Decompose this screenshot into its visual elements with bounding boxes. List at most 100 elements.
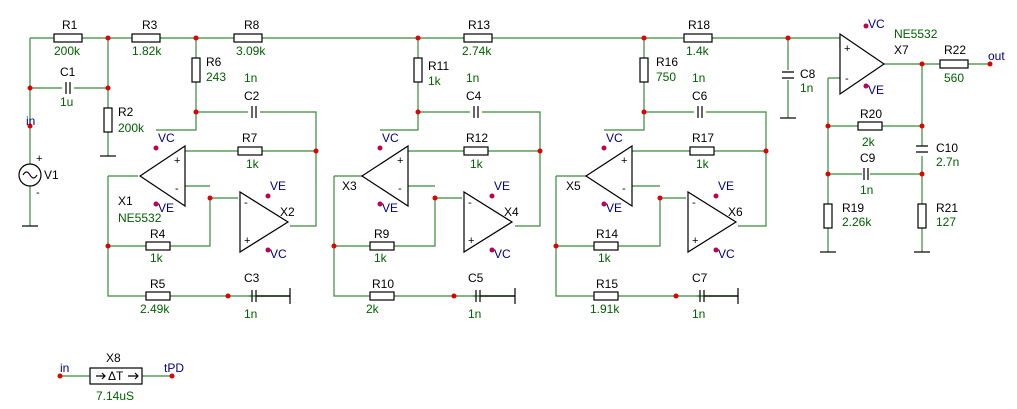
r6-ref: R6	[206, 55, 222, 69]
delay-block-x8[interactable]	[89, 367, 143, 385]
r20-ref: R20	[860, 107, 882, 121]
resistor-r18[interactable]	[683, 33, 713, 43]
r5-ref: R5	[150, 277, 166, 291]
v1-minus: -	[36, 187, 40, 199]
c6-value: 1n	[692, 71, 705, 85]
opamp-x5[interactable]	[584, 144, 633, 208]
capacitor-c6[interactable]	[697, 106, 703, 118]
x1-ve: VE	[158, 201, 174, 215]
r18-ref: R18	[688, 18, 710, 32]
resistor-r5[interactable]	[145, 291, 171, 301]
capacitor-c5[interactable]	[475, 288, 516, 304]
opamp-x6[interactable]	[687, 190, 738, 254]
r4-value: 1k	[150, 251, 164, 265]
resistor-r7[interactable]	[237, 146, 263, 156]
x2-ve: VE	[270, 179, 286, 193]
c4-ref: C4	[466, 89, 482, 103]
resistor-r11[interactable]	[413, 57, 423, 83]
opamp-x7[interactable]	[839, 32, 886, 96]
opamp-x2[interactable]	[239, 190, 290, 254]
net-delay-out: tPD	[164, 361, 184, 375]
x3-ve: VE	[382, 201, 398, 215]
r8-ref: R8	[244, 18, 260, 32]
capacitor-c1[interactable]	[65, 82, 71, 94]
x7-ve: VE	[868, 83, 884, 97]
resistor-r19[interactable]	[823, 203, 833, 229]
opamp-x4[interactable]	[463, 190, 514, 254]
resistor-r20[interactable]	[857, 121, 883, 131]
wires	[29, 37, 990, 377]
r16-value: 750	[656, 70, 676, 84]
v1-ref: V1	[44, 168, 59, 182]
c9-ref: C9	[860, 151, 876, 165]
resistor-r2[interactable]	[103, 107, 113, 133]
x5-ref: X5	[566, 179, 581, 193]
r4-ref: R4	[150, 227, 166, 241]
c8-value: 1n	[800, 81, 813, 95]
grounds	[22, 117, 930, 253]
r22-ref: R22	[944, 43, 966, 57]
c8-ref: C8	[800, 67, 816, 81]
c4-value: 1n	[466, 71, 479, 85]
resistor-r3[interactable]	[131, 33, 161, 43]
r17-value: 1k	[696, 157, 710, 171]
resistor-r15[interactable]	[593, 291, 619, 301]
r13-value: 2.74k	[462, 44, 492, 58]
r1-value: 200k	[54, 44, 81, 58]
resistor-r12[interactable]	[463, 146, 489, 156]
capacitor-c10[interactable]	[916, 145, 928, 153]
resistor-r10[interactable]	[369, 291, 395, 301]
x5-vc: VC	[606, 131, 623, 145]
x6-ve: VE	[718, 179, 734, 193]
resistor-r14[interactable]	[593, 241, 619, 251]
resistor-r1[interactable]	[53, 33, 83, 43]
x6-ref: X6	[728, 205, 743, 219]
c7-ref: C7	[692, 271, 708, 285]
capacitor-c3[interactable]	[251, 288, 291, 304]
c9-value: 1n	[860, 183, 873, 197]
resistor-r6[interactable]	[191, 57, 201, 83]
r10-value: 2k	[366, 302, 380, 316]
opamps	[138, 32, 886, 254]
resistor-r8[interactable]	[233, 33, 263, 43]
r18-value: 1.4k	[686, 44, 710, 58]
x1-plus: +	[174, 155, 180, 167]
resistors	[53, 33, 969, 301]
r15-ref: R15	[596, 277, 618, 291]
capacitor-c7[interactable]	[699, 288, 739, 304]
capacitor-c9[interactable]	[863, 168, 869, 180]
c3-ref: C3	[244, 271, 260, 285]
opamp-x1[interactable]	[138, 144, 186, 208]
r14-value: 1k	[598, 251, 612, 265]
resistor-r21[interactable]	[917, 203, 927, 229]
x1-vc: VC	[158, 131, 175, 145]
resistor-r22[interactable]	[939, 59, 969, 69]
resistor-r4[interactable]	[145, 241, 171, 251]
resistor-r17[interactable]	[689, 146, 715, 156]
capacitor-c4[interactable]	[473, 106, 479, 118]
resistor-r16[interactable]	[639, 57, 649, 83]
capacitor-c8[interactable]	[782, 71, 794, 79]
x8-value: 7.14uS	[96, 389, 134, 403]
x1-model: NE5532	[118, 211, 162, 225]
resistor-r13[interactable]	[463, 33, 493, 43]
r2-ref: R2	[118, 105, 134, 119]
r12-value: 1k	[470, 157, 484, 171]
x1-ref: X1	[118, 194, 133, 208]
x7-ref: X7	[894, 43, 909, 57]
r19-value: 2.26k	[842, 215, 872, 229]
resistor-r9[interactable]	[369, 241, 395, 251]
r15-value: 1.91k	[590, 302, 620, 316]
x3-plus: +	[397, 155, 403, 167]
x7-model: NE5532	[894, 27, 938, 41]
opamp-x3[interactable]	[360, 144, 409, 208]
r7-value: 1k	[246, 157, 260, 171]
c1-value: 1u	[60, 95, 73, 109]
capacitor-c2[interactable]	[251, 106, 257, 118]
x6-vc: VC	[718, 247, 735, 261]
x2-ref: X2	[280, 205, 295, 219]
x2-plus: +	[244, 235, 250, 247]
voltage-source-v1[interactable]	[18, 163, 42, 187]
